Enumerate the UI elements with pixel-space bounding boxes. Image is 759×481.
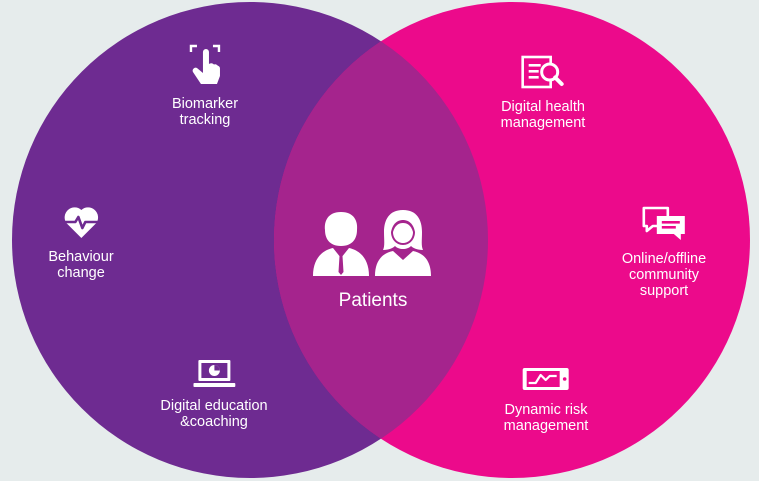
community-support-label: Online/offline community support: [621, 251, 707, 299]
behaviour-change-item: Behaviour change: [48, 205, 114, 281]
tablet-graph-icon: [522, 368, 569, 390]
digital-education-label: Digital education &coaching: [160, 398, 268, 430]
laptop-chart-icon: [193, 360, 235, 387]
digital-health-item: Digital health management: [500, 55, 586, 131]
patients-icon: [313, 210, 431, 276]
community-support-item: Online/offline community support: [622, 205, 706, 299]
heart-pulse-icon: [63, 207, 98, 238]
digital-health-label: Digital health management: [500, 99, 586, 131]
document-search-icon: [521, 55, 564, 89]
behaviour-change-label: Behaviour change: [48, 249, 114, 281]
patients-label: Patients: [338, 290, 408, 311]
dynamic-risk-label: Dynamic risk management: [503, 402, 589, 434]
biomarker-tracking-label: Biomarker tracking: [171, 96, 239, 128]
biomarker-tracking-item: Biomarker tracking: [172, 42, 238, 128]
touch-scan-icon: [189, 44, 221, 84]
overlap-region: [274, 2, 488, 478]
patients-center: Patients: [311, 208, 435, 312]
dynamic-risk-item: Dynamic risk management: [503, 366, 589, 434]
chat-bubbles-icon: [642, 206, 685, 240]
digital-education-item: Digital education &coaching: [160, 358, 268, 430]
